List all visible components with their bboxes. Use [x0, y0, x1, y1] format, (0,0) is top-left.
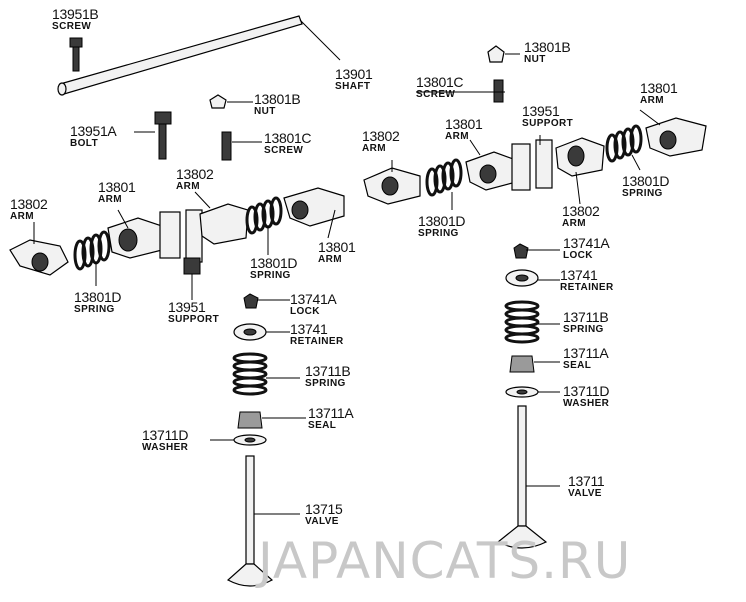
bolt-13951a-icon: [134, 111, 172, 160]
right-valve-stack: [496, 243, 548, 549]
leader-lines: [33, 91, 661, 515]
nut-13801b-left-icon: [209, 94, 253, 109]
screw-13951b-icon: [69, 37, 83, 72]
right-rocker-assembly: [363, 117, 707, 205]
left-rocker-assembly: [9, 187, 345, 276]
left-valve-stack: [226, 293, 274, 587]
nut-13801b-right-icon: [487, 45, 520, 63]
watermark: JAPANCATS.RU: [258, 532, 632, 590]
shaft-13901: [57, 15, 341, 96]
screw-13801c-right-icon: [493, 79, 504, 103]
screw-13801c-left-icon: [221, 131, 262, 161]
